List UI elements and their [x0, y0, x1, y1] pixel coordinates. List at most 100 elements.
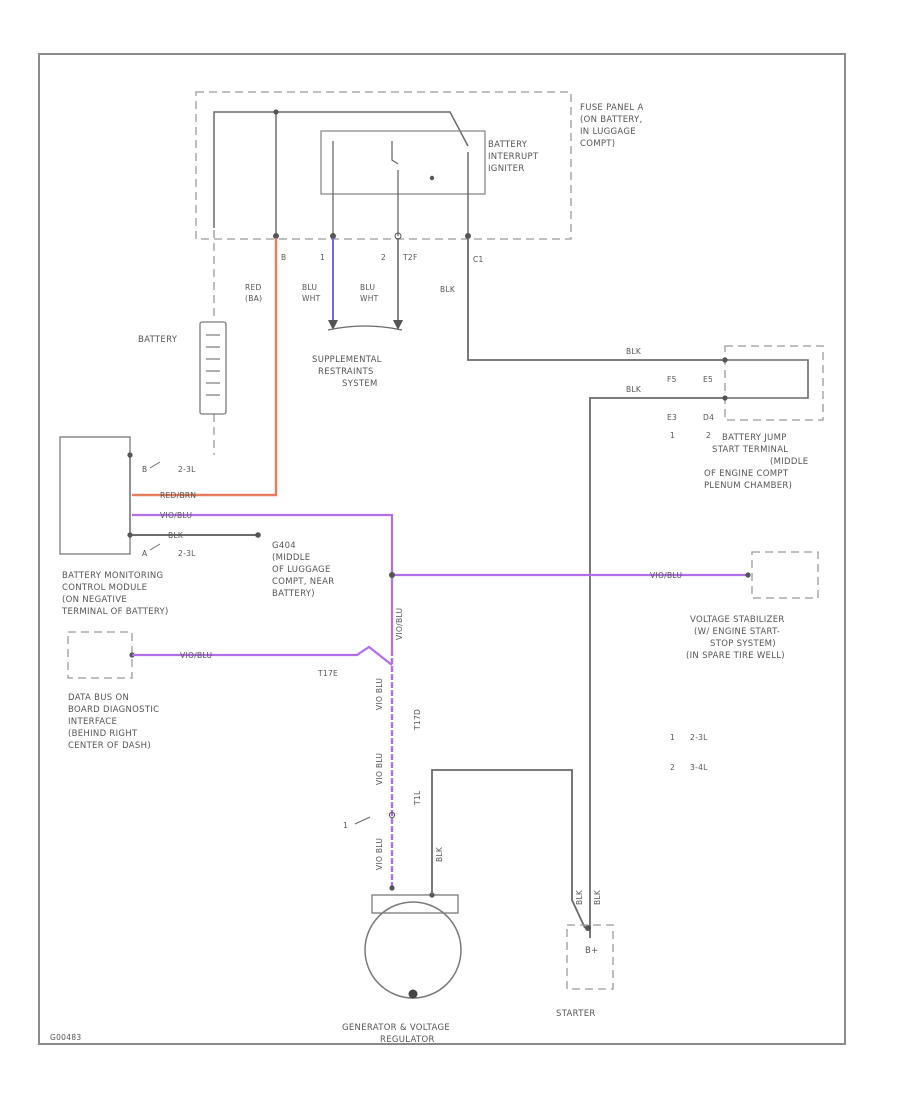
bms-conn-a-arrow — [149, 543, 161, 551]
vio-stab-label: VIO/BLU — [650, 571, 682, 580]
bms-pin-a: A — [142, 549, 148, 558]
blu-wht-2-label-2: WHT — [360, 294, 379, 303]
stab-line-1: VOLTAGE STABILIZER — [690, 615, 785, 625]
fuse-panel-line-2: (ON BATTERY, — [580, 115, 643, 125]
data-bus-line-1: DATA BUS ON — [68, 693, 129, 703]
generator-line-2: REGULATOR — [380, 1035, 435, 1045]
pin-c1: C1 — [473, 255, 484, 264]
generator-top — [371, 894, 459, 914]
vio-gen-label-3: VIO BLU — [375, 838, 384, 870]
jump-terminal-outline — [724, 345, 824, 421]
srs-line-3: SYSTEM — [342, 379, 378, 389]
battery-symbol — [199, 321, 227, 415]
gen-conn-1 — [389, 885, 395, 891]
igniter-squib — [429, 175, 435, 181]
pin-1: 1 — [320, 253, 325, 262]
bms-line-1: BATTERY MONITORING — [62, 571, 163, 581]
bms-conn-top — [127, 452, 133, 458]
starter — [566, 924, 614, 990]
jump-line-4: OF ENGINE COMPT — [704, 469, 789, 479]
blk-main-label: BLK — [440, 285, 456, 294]
starter-label: STARTER — [556, 1009, 596, 1019]
bms-pin-a-conn: 2-3L — [178, 549, 196, 558]
vio-blu-wire-bms — [132, 513, 394, 650]
pin-t17e: T17E — [317, 669, 338, 678]
red-wire — [132, 238, 278, 497]
blu-wht-1-label-1: BLU — [302, 283, 317, 292]
jump-terminal-link — [725, 359, 809, 399]
battery-label: BATTERY — [138, 335, 178, 345]
pin-e3: E3 — [667, 413, 677, 422]
vio-bus-label: VIO/BLU — [180, 651, 212, 660]
stab-line-4: (IN SPARE TIRE WELL) — [686, 651, 785, 661]
starter-terminal — [585, 925, 591, 931]
starter-mark: B+ — [585, 946, 599, 956]
igniter-switch — [391, 141, 399, 165]
voltage-stabilizer — [751, 551, 819, 599]
data-bus-line-5: CENTER OF DASH) — [68, 741, 151, 751]
blk-jump-label-1: BLK — [626, 347, 642, 356]
bms-line-3: (ON NEGATIVE — [62, 595, 127, 605]
jump-line-2: START TERMINAL — [712, 445, 788, 455]
legend-2-val: 3-4L — [690, 763, 708, 772]
bms-conn-bottom — [127, 532, 133, 538]
data-bus-connector — [67, 631, 133, 679]
legend-2-num: 2 — [670, 763, 675, 772]
blk-gen-label: BLK — [435, 846, 444, 862]
splice-stabilizer — [389, 572, 395, 578]
srs-bracket — [327, 325, 403, 331]
generator-symbol — [364, 901, 462, 999]
vio-bms-label: VIO/BLU — [160, 511, 192, 520]
blk-starter-label-2: BLK — [593, 889, 602, 905]
pin-t17d: T17D — [413, 709, 422, 731]
pin-b: B — [281, 253, 286, 262]
pin-t1l: T1L — [413, 790, 422, 806]
pin-e5: E5 — [703, 375, 713, 384]
ground-line-1: G404 — [272, 541, 296, 551]
fuse-panel-label: FUSE PANEL A (ON BATTERY, IN LUGGAGE COM… — [580, 103, 644, 149]
red-wire-label-1: RED — [245, 283, 262, 292]
ground-line-5: BATTERY) — [272, 589, 315, 599]
fuse-panel-outline — [195, 91, 572, 240]
srs-arrow-1 — [328, 320, 338, 330]
bms-pin-b: B — [142, 465, 147, 474]
pin-f5: F5 — [667, 375, 677, 384]
blk-bms-label: BLK — [168, 531, 184, 540]
red-wire-label-2: (BA) — [245, 294, 262, 303]
data-bus-line-3: INTERFACE — [68, 717, 117, 727]
bms-line-4: TERMINAL OF BATTERY) — [61, 607, 169, 617]
pin-2: 2 — [381, 253, 386, 262]
fuse-panel-connectors — [273, 232, 471, 240]
stab-line-3: STOP SYSTEM) — [710, 639, 776, 649]
pin-d4: D4 — [703, 413, 714, 422]
fuse-panel-line-1: FUSE PANEL A — [580, 103, 644, 113]
red-brn-label: RED/BRN — [160, 491, 196, 500]
ground-line-3: OF LUGGAGE — [272, 565, 331, 575]
jump-line-5: PLENUM CHAMBER) — [704, 481, 792, 491]
bms-conn-b-arrow — [149, 461, 161, 469]
blu-wht-1-label-2: WHT — [302, 294, 321, 303]
ground-line-4: COMPT, NEAR — [272, 577, 334, 587]
blk-main-wire — [467, 238, 725, 361]
srs-arrow-2 — [393, 320, 403, 330]
data-bus-line-2: BOARD DIAGNOSTIC — [68, 705, 159, 715]
stabilizer-conn — [745, 572, 751, 578]
pin-jt-2: 2 — [706, 431, 711, 440]
generator-line-1: GENERATOR & VOLTAGE — [342, 1023, 450, 1033]
splice-dot — [273, 109, 279, 115]
igniter-line-3: IGNITER — [488, 164, 525, 174]
blk-starter-label-1: BLK — [575, 889, 584, 905]
legend-1-val: 2-3L — [690, 733, 708, 742]
generator-ground — [408, 989, 418, 999]
diagram-id: G00483 — [50, 1033, 81, 1042]
vio-gen-label-1: VIO BLU — [375, 678, 384, 710]
srs-line-1: SUPPLEMENTAL — [312, 355, 382, 365]
blk-generator-wire — [431, 769, 586, 929]
jump-line-1: BATTERY JUMP — [722, 433, 787, 443]
jump-line-3: (MIDDLE — [770, 457, 808, 467]
gen-inline-conn — [388, 811, 396, 819]
fuse-panel-line-4: COMPT) — [580, 139, 615, 149]
gen-pin-1-arrow — [354, 816, 371, 825]
battery-monitoring-module — [59, 436, 131, 555]
blu-wht-2-label-1: BLU — [360, 283, 375, 292]
